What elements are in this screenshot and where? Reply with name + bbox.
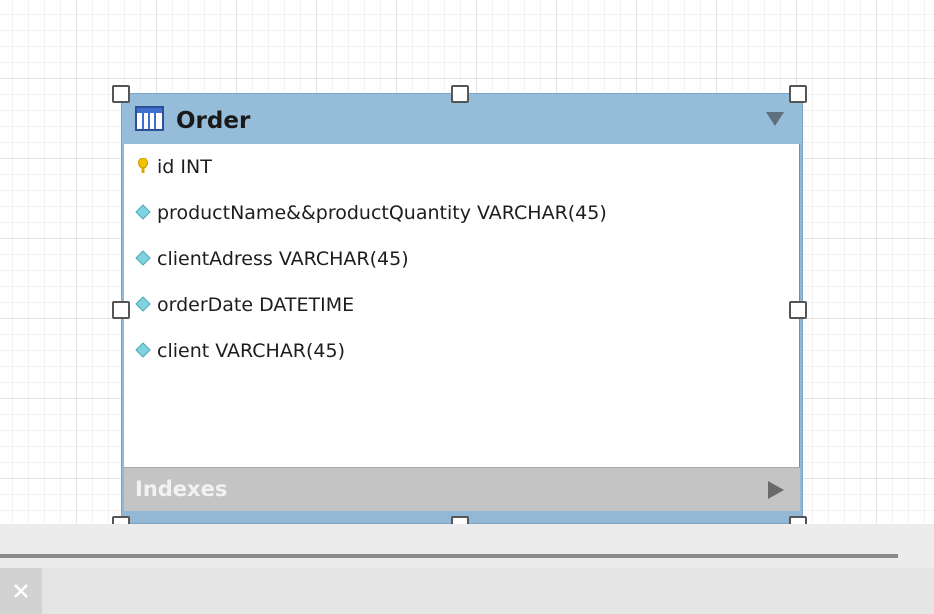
horizontal-scrollbar[interactable] (0, 538, 898, 568)
column-label: client VARCHAR(45) (157, 340, 346, 362)
columns-list: id INT productName&&productQuantity VARC… (124, 144, 800, 467)
close-tab-button[interactable] (0, 568, 42, 614)
column-label: id INT (157, 156, 212, 178)
table-title: Order (176, 108, 251, 134)
column-label: clientAdress VARCHAR(45) (157, 248, 409, 270)
resize-handle-middle-left[interactable] (112, 301, 130, 319)
indexes-label: Indexes (135, 477, 228, 501)
resize-handle-top-right[interactable] (789, 85, 807, 103)
resize-handle-top-left[interactable] (112, 85, 130, 103)
column-diamond-icon (135, 296, 151, 312)
collapse-arrow-icon[interactable] (766, 112, 784, 126)
column-row-orderdate[interactable]: orderDate DATETIME (124, 290, 799, 320)
column-row-client[interactable]: client VARCHAR(45) (124, 336, 799, 366)
column-row-id[interactable]: id INT (124, 152, 799, 182)
column-diamond-icon (135, 204, 151, 220)
diagram-canvas[interactable]: Order id INT productName&&productQuantit… (0, 0, 934, 534)
table-icon (135, 106, 164, 131)
indexes-section[interactable]: Indexes (124, 467, 800, 511)
tab-strip (0, 568, 934, 614)
resize-handle-top-center[interactable] (451, 85, 469, 103)
expand-arrow-icon[interactable] (768, 481, 784, 499)
column-diamond-icon (135, 342, 151, 358)
primary-key-icon (138, 158, 148, 173)
column-row-productname[interactable]: productName&&productQuantity VARCHAR(45) (124, 198, 799, 228)
column-diamond-icon (135, 250, 151, 266)
column-label: orderDate DATETIME (157, 294, 355, 316)
resize-handle-middle-right[interactable] (789, 301, 807, 319)
table-entity-order[interactable]: Order id INT productName&&productQuantit… (121, 93, 803, 524)
scrollbar-track[interactable] (0, 554, 898, 558)
column-row-clientadress[interactable]: clientAdress VARCHAR(45) (124, 244, 799, 274)
close-icon (14, 584, 28, 598)
bottom-panel (0, 524, 934, 614)
column-label: productName&&productQuantity VARCHAR(45) (157, 202, 607, 224)
